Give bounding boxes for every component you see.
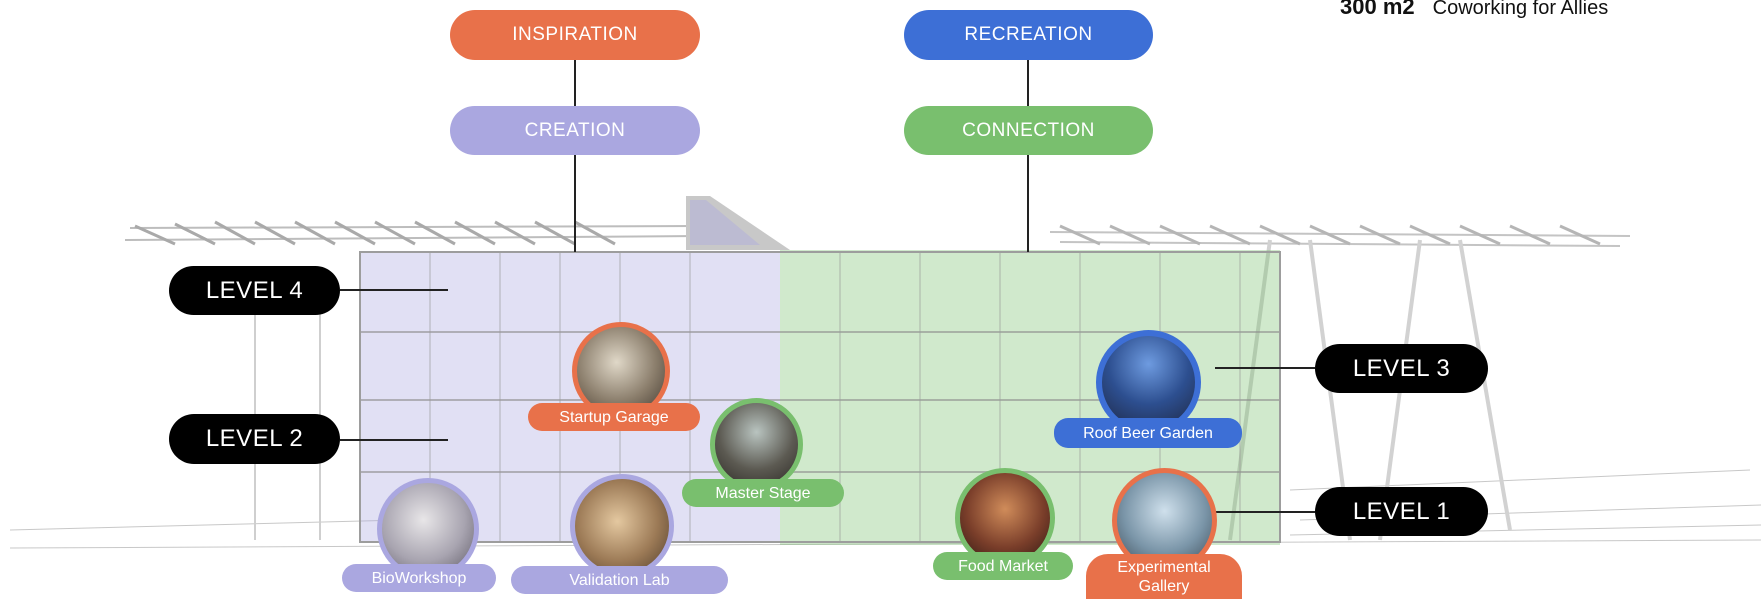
startup-garage-label: Startup Garage <box>528 403 700 431</box>
food-market-label: Food Market <box>933 552 1073 580</box>
theme-connection: CONNECTION <box>904 106 1153 155</box>
theme-inspiration: INSPIRATION <box>450 10 700 60</box>
validation-lab-label: Validation Lab <box>511 566 728 594</box>
roof-beer-garden-label: Roof Beer Garden <box>1054 418 1242 448</box>
level-4-tag: LEVEL 4 <box>169 266 340 315</box>
theme-recreation: RECREATION <box>904 10 1153 60</box>
roof-beer-garden-photo <box>1096 330 1201 435</box>
validation-lab-photo <box>570 474 674 578</box>
area-legend: 300 m2 Coworking for Allies <box>1340 0 1608 20</box>
level-2-tag: LEVEL 2 <box>169 414 340 464</box>
theme-creation: CREATION <box>450 106 700 155</box>
master-stage-photo <box>710 398 803 491</box>
area-value: 300 m2 <box>1340 0 1415 19</box>
bioworkshop-photo <box>377 478 479 580</box>
experimental-gallery-line2: Gallery <box>1138 577 1190 595</box>
area-label: Coworking for Allies <box>1432 0 1609 19</box>
experimental-gallery-label: Experimental Gallery <box>1086 554 1242 599</box>
bioworkshop-label: BioWorkshop <box>342 564 496 592</box>
level-3-tag: LEVEL 3 <box>1315 344 1488 393</box>
experimental-gallery-line1: Experimental <box>1117 558 1211 576</box>
master-stage-label: Master Stage <box>682 479 844 507</box>
level-1-tag: LEVEL 1 <box>1315 487 1488 536</box>
